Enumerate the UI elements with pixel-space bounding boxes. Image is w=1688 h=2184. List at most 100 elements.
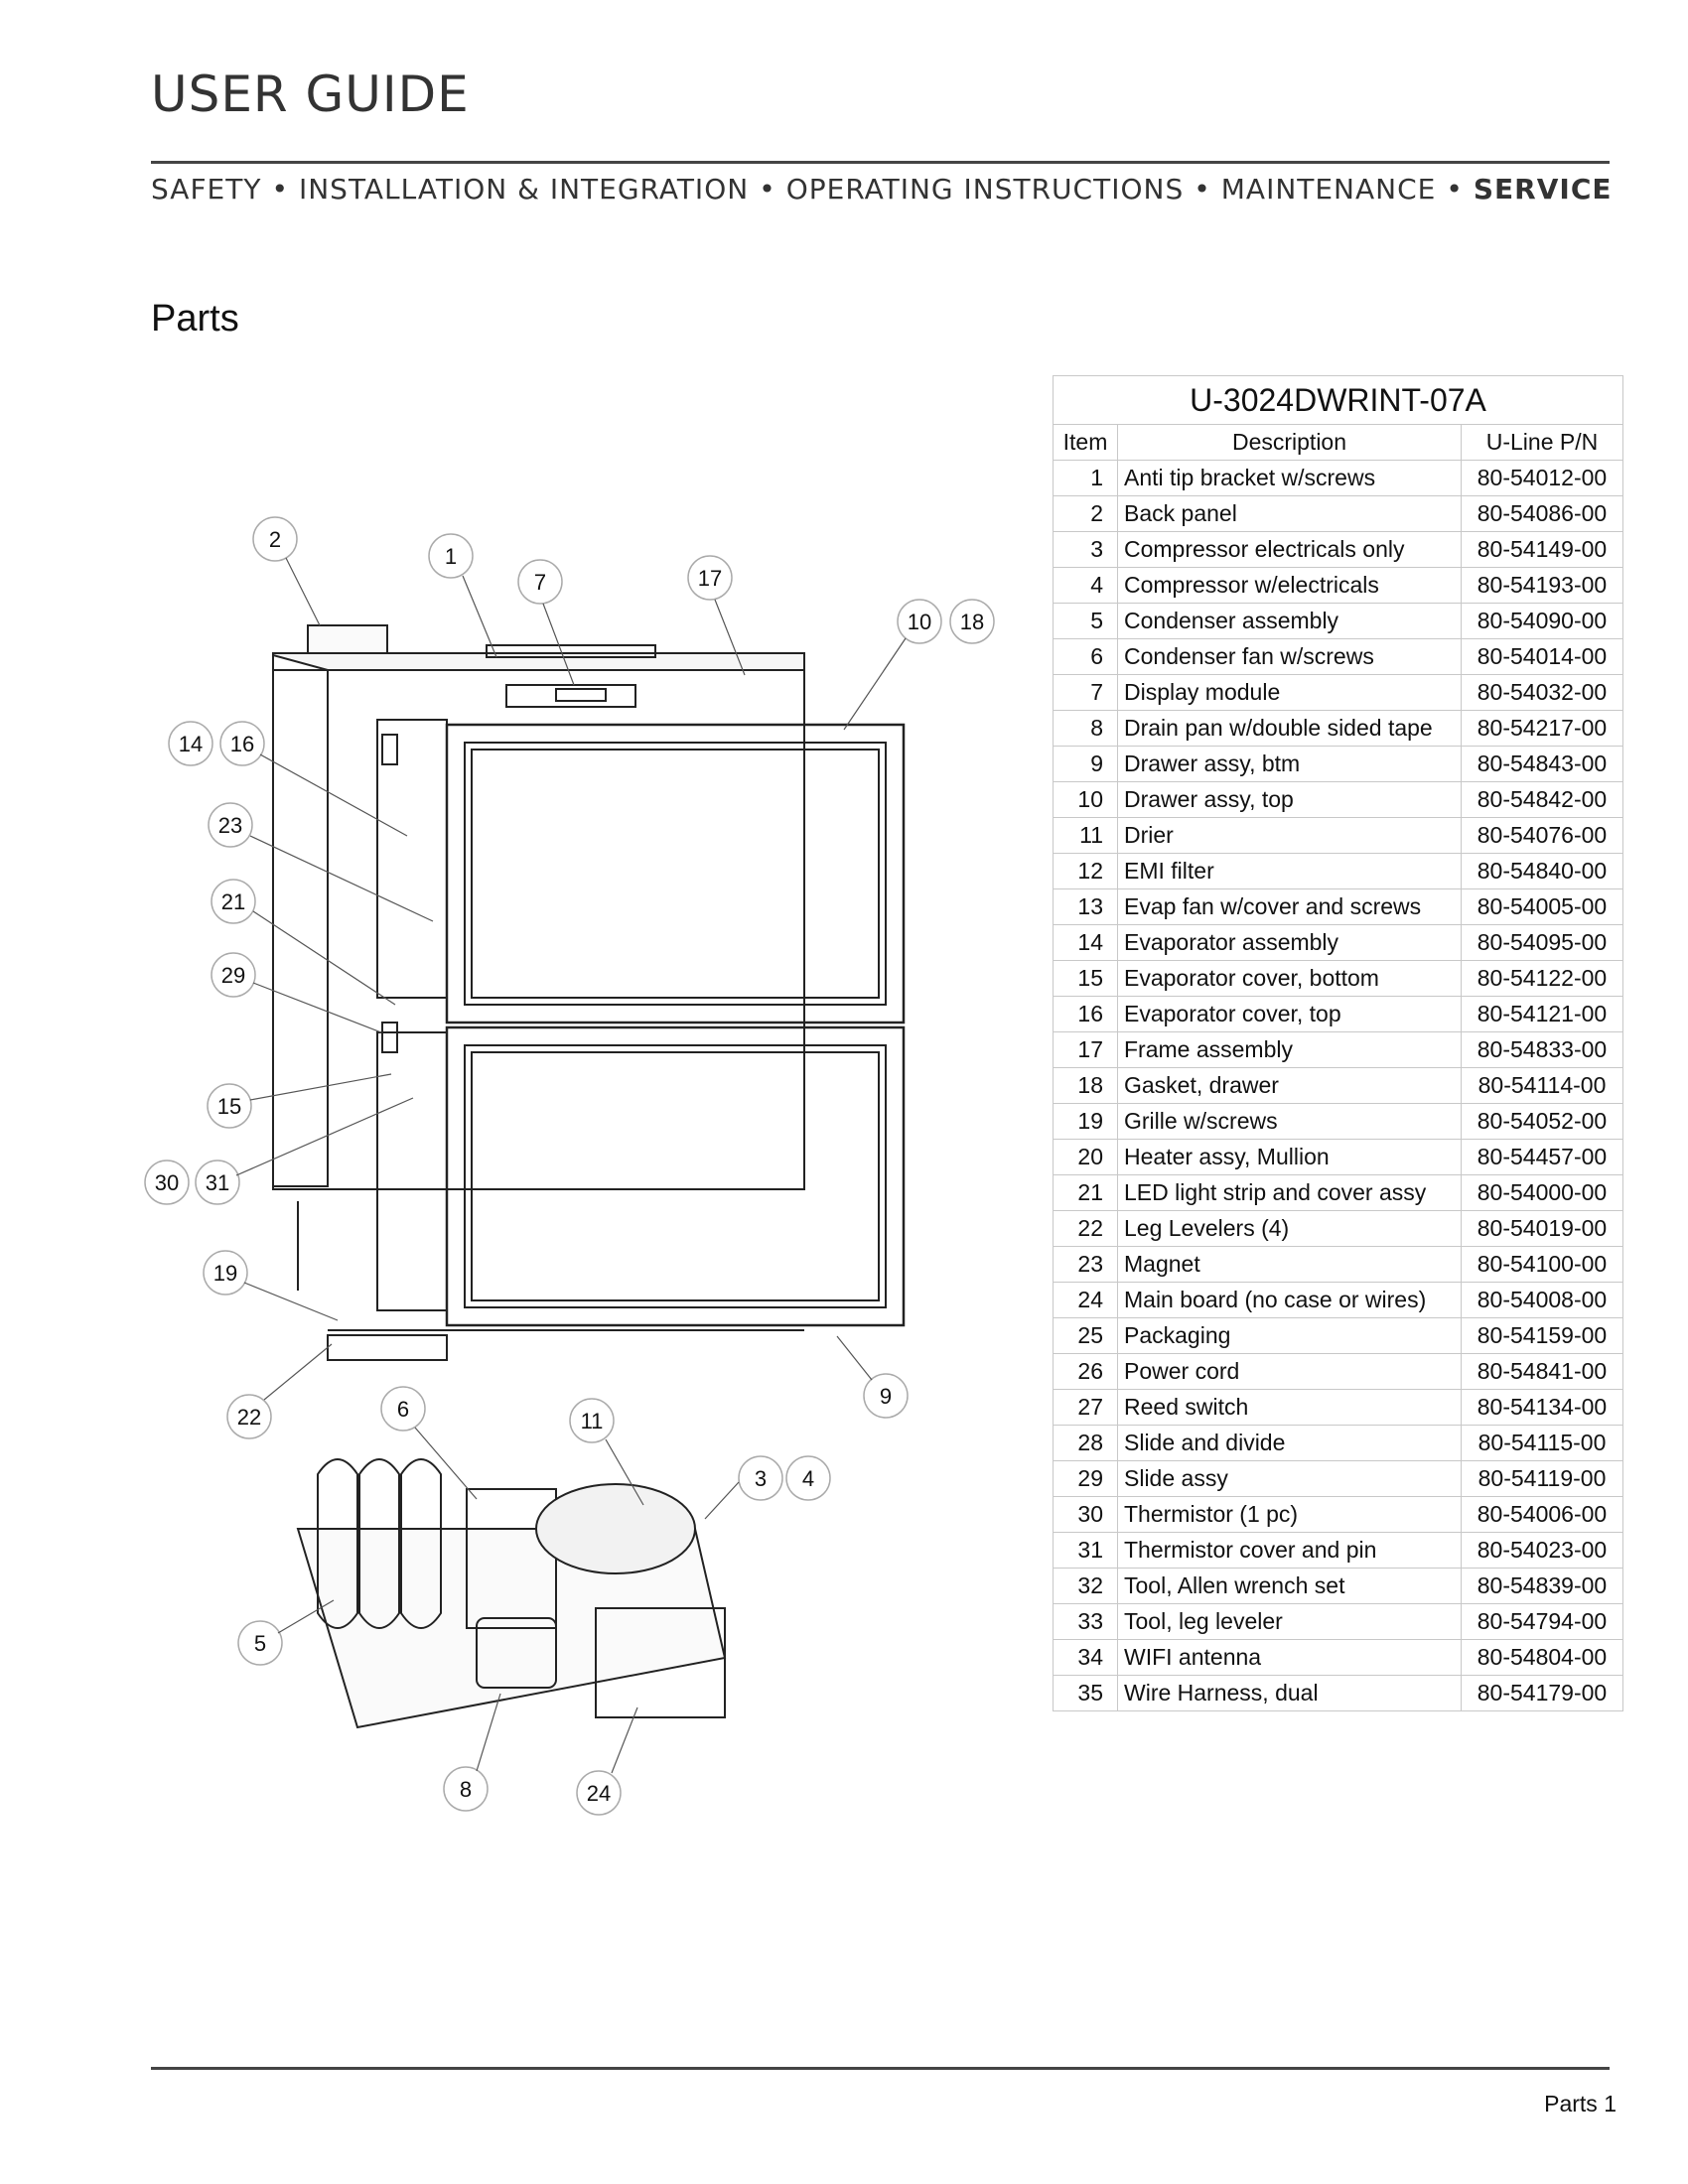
part-number: 80-54014-00 (1461, 638, 1623, 675)
column-header-description: Description (1117, 424, 1462, 461)
item-number: 10 (1053, 781, 1118, 818)
part-description: Condenser assembly (1117, 603, 1462, 639)
part-description: EMI filter (1117, 853, 1462, 889)
callout-label: 8 (460, 1777, 472, 1802)
part-description: Slide assy (1117, 1460, 1462, 1497)
part-number: 80-54100-00 (1461, 1246, 1623, 1283)
callout-label: 17 (698, 566, 722, 591)
part-description: Back panel (1117, 495, 1462, 532)
callout-label: 30 (155, 1170, 179, 1195)
part-number: 80-54149-00 (1461, 531, 1623, 568)
part-description: Tool, Allen wrench set (1117, 1568, 1462, 1604)
item-number: 29 (1053, 1460, 1118, 1497)
part-number: 80-54005-00 (1461, 888, 1623, 925)
column-header-item: Item (1053, 424, 1118, 461)
item-number: 4 (1053, 567, 1118, 604)
part-number: 80-54457-00 (1461, 1139, 1623, 1175)
callout-label: 16 (230, 732, 254, 756)
callout-label: 14 (179, 732, 203, 756)
item-number: 14 (1053, 924, 1118, 961)
callout-label: 3 (755, 1466, 767, 1491)
nav-operating: OPERATING INSTRUCTIONS (785, 173, 1185, 205)
nav-safety: SAFETY (151, 173, 262, 205)
nav-separator: • (1194, 173, 1211, 205)
section-nav: SAFETY • INSTALLATION & INTEGRATION • OP… (151, 173, 1613, 205)
callout-label: 9 (880, 1384, 892, 1409)
nav-separator: • (1446, 173, 1464, 205)
part-description: Leg Levelers (4) (1117, 1210, 1462, 1247)
part-number: 80-54159-00 (1461, 1317, 1623, 1354)
parts-table: U-3024DWRINT-07A Item Description U-Line… (1053, 375, 1623, 1711)
part-description: Evap fan w/cover and screws (1117, 888, 1462, 925)
item-number: 33 (1053, 1603, 1118, 1640)
part-number: 80-54840-00 (1461, 853, 1623, 889)
part-description: Wire Harness, dual (1117, 1675, 1462, 1711)
part-number: 80-54121-00 (1461, 996, 1623, 1032)
item-number: 13 (1053, 888, 1118, 925)
callout-label: 5 (254, 1631, 266, 1656)
part-description: Display module (1117, 674, 1462, 711)
part-description: Condenser fan w/screws (1117, 638, 1462, 675)
part-description: Heater assy, Mullion (1117, 1139, 1462, 1175)
part-description: LED light strip and cover assy (1117, 1174, 1462, 1211)
callout-label: 15 (217, 1094, 241, 1119)
callout-label: 6 (397, 1397, 409, 1422)
column-header-part-number: U-Line P/N (1461, 424, 1623, 461)
header-divider (151, 161, 1610, 164)
callout-label: 18 (960, 610, 984, 634)
item-number: 9 (1053, 746, 1118, 782)
part-description: Magnet (1117, 1246, 1462, 1283)
part-description: Packaging (1117, 1317, 1462, 1354)
part-number: 80-54086-00 (1461, 495, 1623, 532)
part-description: Thermistor (1 pc) (1117, 1496, 1462, 1533)
part-number: 80-54179-00 (1461, 1675, 1623, 1711)
part-number: 80-54114-00 (1461, 1067, 1623, 1104)
part-description: Drier (1117, 817, 1462, 854)
part-description: Frame assembly (1117, 1031, 1462, 1068)
item-number: 24 (1053, 1282, 1118, 1318)
item-number: 32 (1053, 1568, 1118, 1604)
part-number: 80-54804-00 (1461, 1639, 1623, 1676)
part-number: 80-54095-00 (1461, 924, 1623, 961)
nav-service: SERVICE (1473, 173, 1613, 205)
nav-maintenance: MAINTENANCE (1220, 173, 1437, 205)
item-number: 31 (1053, 1532, 1118, 1569)
callout-label: 4 (802, 1466, 814, 1491)
part-description: Drawer assy, top (1117, 781, 1462, 818)
part-number: 80-54122-00 (1461, 960, 1623, 997)
part-number: 80-54842-00 (1461, 781, 1623, 818)
callout-label: 2 (269, 527, 281, 552)
nav-installation: INSTALLATION & INTEGRATION (298, 173, 750, 205)
item-number: 18 (1053, 1067, 1118, 1104)
item-number: 7 (1053, 674, 1118, 711)
part-number: 80-54839-00 (1461, 1568, 1623, 1604)
part-description: Tool, leg leveler (1117, 1603, 1462, 1640)
item-number: 34 (1053, 1639, 1118, 1676)
parts-diagram (272, 624, 906, 1729)
item-number: 11 (1053, 817, 1118, 854)
part-description: Gasket, drawer (1117, 1067, 1462, 1104)
part-description: Evaporator cover, top (1117, 996, 1462, 1032)
callout-label: 23 (218, 813, 242, 838)
part-description: WIFI antenna (1117, 1639, 1462, 1676)
part-description: Main board (no case or wires) (1117, 1282, 1462, 1318)
